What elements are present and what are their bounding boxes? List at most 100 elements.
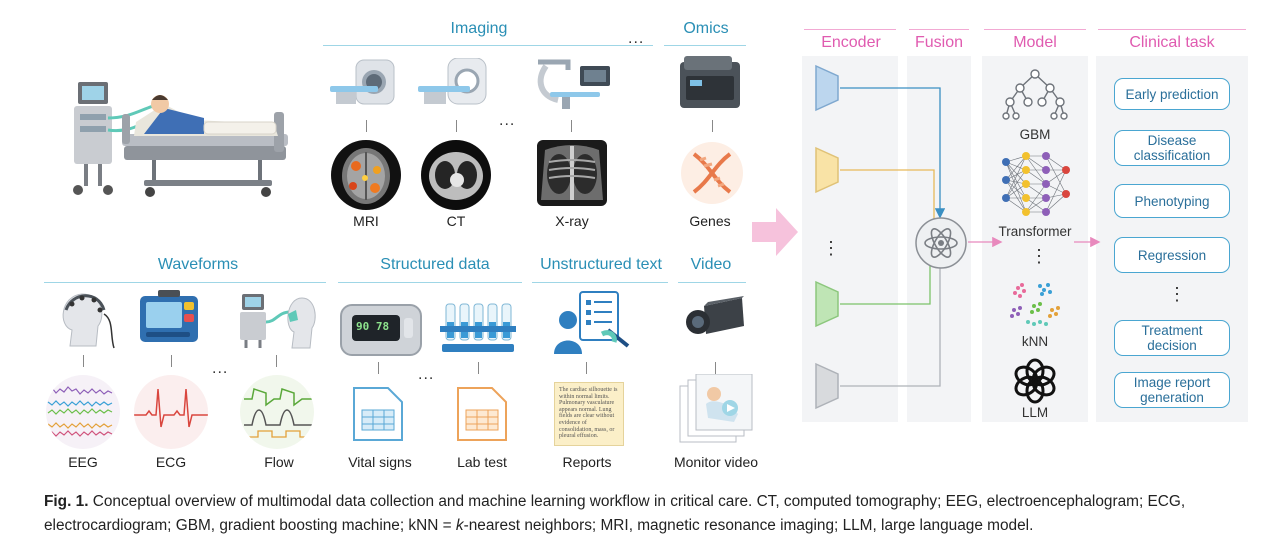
dna-helix-icon [681,142,743,204]
clinician-writing-icon [554,291,630,354]
pulse-oximeter-icon: 90 78 [340,304,422,356]
label-xray: X-ray [555,213,589,229]
model-label-llm: LLM [1021,405,1049,420]
tick-vital [378,362,379,374]
label-ct: CT [446,213,466,229]
gbm-tree-icon [1002,69,1068,120]
section-title-unstructured: Unstructured text [540,256,662,273]
xray-chest-image [537,140,607,206]
encoder-imaging [815,64,839,112]
ventilator-patient-icon [240,294,316,349]
tick-lab [478,362,479,374]
imaging-ellipsis-top: ... [628,30,645,47]
task-phenotyping: Phenotyping [1114,184,1230,218]
tick-eeg [83,355,84,367]
encoder-fusion-connections [815,64,1101,410]
defibrillator-monitor-icon [140,290,198,342]
model-title-line [984,29,1086,30]
tick-reports [586,362,587,374]
video-camera-icon [686,296,744,334]
encoder-omics [815,146,839,194]
section-title-imaging: Imaging [450,20,508,37]
ecg-waveform [134,375,208,449]
encoder-structured [815,280,839,328]
monitor-video-frames [679,374,753,443]
tick-video [715,362,716,374]
fusion-title: Fusion [914,34,964,51]
model-label-gbm: GBM [1019,127,1051,142]
section-line-omics [664,45,746,46]
patient-bed-illustration [73,82,288,197]
label-ecg: ECG [155,454,187,470]
section-title-structured: Structured data [380,256,490,273]
sequencer-icon [680,56,740,108]
transformer-network-icon [1002,152,1070,216]
task-treatment-decision: Treatment decision [1114,320,1230,356]
label-lab-test: Lab test [457,454,507,470]
tick-genes [712,120,713,132]
model-label-knn: kNN [1021,334,1049,349]
label-monitor-video: Monitor video [673,454,759,470]
caption-text-a: Conceptual overview of multimodal data c… [44,493,1186,534]
task-vellipsis: ⋮ [1168,284,1186,304]
label-mri: MRI [353,213,379,229]
report-document: The cardiac silhouette is within normal … [554,382,624,446]
section-line-structured [338,282,522,283]
vital-signs-sheet-icon [353,387,403,441]
tick-ct [456,120,457,132]
label-reports: Reports [562,454,612,470]
encoder-title: Encoder [821,34,881,51]
section-title-waveforms: Waveforms [157,256,239,273]
clinical-task-title: Clinical task [1129,34,1215,51]
lab-test-sheet-icon [457,387,507,441]
section-line-video [678,282,746,283]
clinical-task-title-line [1098,29,1246,30]
ct-scanner-icon [418,58,487,105]
model-title: Model [1013,34,1057,51]
encoder-other [815,362,839,410]
tick-flow [276,355,277,367]
label-vital-signs: Vital signs [348,454,412,470]
section-line-imaging [323,45,653,46]
caption-text-b: -nearest neighbors; MRI, magnetic resona… [463,517,1034,534]
label-flow: Flow [264,454,294,470]
section-line-waveforms [44,282,326,283]
fusion-atom-icon [915,217,967,269]
label-eeg: EEG [68,454,98,470]
figure-caption: Fig. 1. Conceptual overview of multimoda… [44,490,1254,538]
tick-xray [571,120,572,132]
encoder-panel [802,56,898,422]
waveforms-ellipsis: ... [212,360,229,377]
flow-waveform [240,375,314,449]
oximeter-readout: 90 78 [356,320,390,333]
eeg-waveform [46,375,120,449]
caption-k-italic: k [455,517,464,534]
tick-mri [366,120,367,132]
section-title-omics: Omics [683,20,729,37]
fusion-title-line [909,29,969,30]
ct-lung-scan [421,140,491,210]
encoder-title-line [804,29,896,30]
tick-ecg [171,355,172,367]
encoder-vellipsis: ⋮ [822,238,840,258]
mri-scanner-icon [330,59,395,105]
section-title-video: Video [690,256,732,273]
section-line-unstructured [532,282,668,283]
pipeline-arrow [752,208,798,256]
report-text: The cardiac silhouette is within normal … [559,387,618,440]
caption-fig-label: Fig. 1. [44,493,89,510]
label-genes: Genes [689,213,731,229]
model-label-transformer: Transformer [998,224,1072,239]
task-image-report-generation: Image report generation [1114,372,1230,408]
knn-cluster-icon [1010,283,1060,326]
mri-brain-scan [331,140,401,210]
llm-logo-icon [1014,358,1056,404]
xray-machine-icon [537,59,610,109]
task-regression: Regression [1114,237,1230,273]
test-tubes-icon [440,303,516,352]
structured-ellipsis: ... [418,366,435,383]
task-early-prediction: Early prediction [1114,78,1230,110]
model-vellipsis: ⋮ [1030,246,1048,266]
eeg-cap-head-icon [62,293,115,349]
task-disease-classification: Disease classification [1114,130,1230,166]
